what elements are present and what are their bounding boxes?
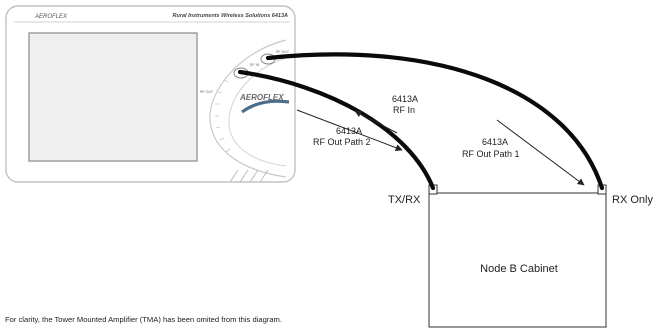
instrument-brand-large: AEROFLEX bbox=[239, 93, 284, 102]
rf-in-label: RF IN bbox=[250, 63, 260, 67]
arrow-rf-out-path-2 bbox=[296, 109, 403, 152]
arrow-rf-in bbox=[354, 110, 398, 134]
rf-in-path-label: RF In bbox=[393, 105, 415, 115]
instrument-6413a: AEROFLEX Rural Instruments Wireless Solu… bbox=[5, 5, 296, 183]
path2-model-label: 6413A bbox=[336, 126, 362, 136]
rx-only-label: RX Only bbox=[612, 194, 653, 206]
instrument-screen bbox=[28, 32, 198, 162]
cable-path-1 bbox=[265, 52, 605, 191]
panel-arc-outer bbox=[209, 39, 287, 178]
rf-in-model-label: 6413A bbox=[392, 94, 418, 104]
instrument-vents bbox=[229, 169, 269, 183]
tx-rx-label: TX/RX bbox=[388, 194, 421, 206]
panel-arc-accent bbox=[241, 99, 290, 114]
diagram-footnote: For clarity, the Tower Mounted Amplifier… bbox=[5, 315, 282, 324]
cabinet-label: Node B Cabinet bbox=[480, 263, 558, 275]
rf-out-label-2: RF OUT bbox=[200, 90, 214, 94]
panel-tick-marks bbox=[215, 79, 231, 153]
path1-model-label: 6413A bbox=[482, 137, 508, 147]
arrow-rf-out-path-1 bbox=[496, 119, 585, 186]
node-b-cabinet: Node B Cabinet TX/RX RX Only bbox=[388, 184, 653, 328]
rf-out-label-1: RF OUT bbox=[276, 50, 290, 54]
cabinet-box bbox=[428, 192, 607, 328]
instrument-model-title: Rural Instruments Wireless Solutions 641… bbox=[173, 13, 289, 19]
instrument-brand-small: AEROFLEX bbox=[34, 14, 68, 20]
path1-path-label: RF Out Path 1 bbox=[462, 149, 520, 159]
panel-arc-inner bbox=[228, 57, 287, 167]
path2-path-label: RF Out Path 2 bbox=[313, 137, 371, 147]
